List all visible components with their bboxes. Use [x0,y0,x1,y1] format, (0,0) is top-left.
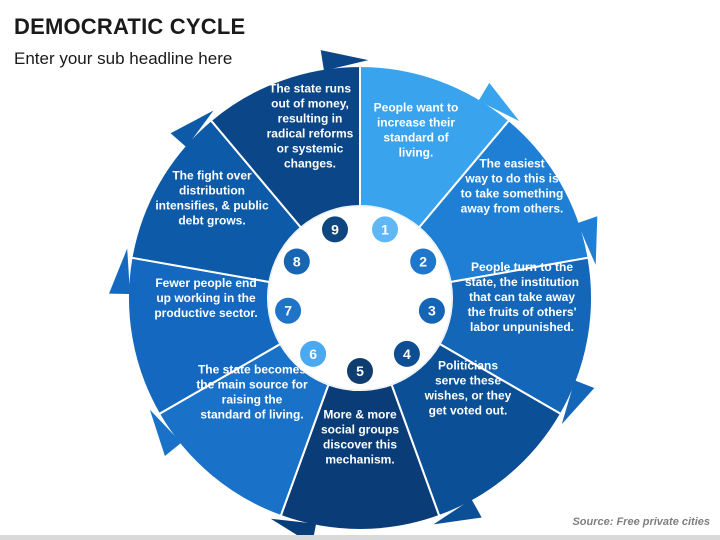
step-text-line: intensifies, & public [155,199,269,213]
step-text-line: get voted out. [429,404,508,418]
page-subtitle: Enter your sub headline here [14,49,233,68]
step-text-line: raising the [222,393,283,407]
step-number: 4 [403,346,411,362]
step-badge-circle [372,216,398,243]
step-badge-circle [393,340,420,367]
step-text-line: wishes, or they [424,389,512,403]
page-title: DEMOCRATIC CYCLE [14,14,246,39]
step-text-line: standard of living. [200,408,303,422]
step-badge-circle [300,340,327,367]
cycle-arrow-7 [109,248,130,294]
step-number: 3 [428,303,436,319]
cycle-arrow-6 [149,409,182,456]
step-badge-5: 5 [347,358,373,384]
step-text-line: state, the institution [465,275,579,289]
step-text-line: or systemic [277,142,344,156]
step-text-line: People want to [374,101,459,115]
step-text-line: social groups [321,423,399,437]
step-badge-2: 2 [410,248,437,275]
step-number: 1 [381,221,389,237]
step-badge-circle [275,297,302,324]
step-text-line: way to do this is [464,172,559,186]
step-text-line: labor unpunished. [470,320,574,334]
step-badge-circle [410,248,437,275]
step-badges: 1 2 3 4 5 6 7 8 9 [275,216,445,384]
cycle-arrow-4 [433,499,482,525]
step-badge-1: 1 [372,216,398,243]
step-number: 9 [331,221,339,237]
cycle-arrow-3 [561,380,595,425]
step-badge-circle [418,297,445,324]
step-badge-circle [322,216,348,243]
step-badge-circle [283,248,310,275]
step-badge-6: 6 [300,340,327,367]
step-number: 5 [356,363,364,379]
step-text-line: Fewer people end [155,276,256,290]
step-text-line: productive sector. [154,306,257,320]
bottom-bar [0,535,720,540]
step-text-line: increase their [377,116,455,130]
step-badge-4: 4 [393,340,420,367]
step-text-line: debt grows. [178,214,245,228]
step-text-line: More & more [323,408,397,422]
step-badge-9: 9 [322,216,348,243]
step-number: 2 [419,254,427,270]
step-badge-circle [347,358,373,384]
step-number: 6 [309,346,317,362]
step-number: 8 [293,254,301,270]
step-text-line: up working in the [156,291,256,305]
step-text-line: to take something [461,187,564,201]
step-text-line: out of money, [271,97,349,111]
step-number: 7 [284,303,292,319]
cycle-arrow-9 [320,50,369,71]
cycle-arrow-1 [478,82,520,122]
cycle-arrow-5 [270,518,317,540]
step-text-line: serve these [435,374,501,388]
step-text-line: People turn to the [471,260,573,274]
cycle-arrow-2 [577,216,598,265]
step-badge-3: 3 [418,297,445,324]
step-text-line: discover this [323,438,397,452]
step-text-line: the main source for [196,378,308,392]
step-text-line: The fight over [172,169,252,183]
step-text-line: The easiest [479,157,544,171]
step-text-line: changes. [284,157,336,171]
step-text-line: radical reforms [267,127,354,141]
step-text-line: away from others. [461,202,564,216]
step-text-line: resulting in [278,112,343,126]
step-badge-7: 7 [275,297,302,324]
step-text-line: distribution [179,184,245,198]
step-text-line: mechanism. [325,453,394,467]
step-text-line: the fruits of others' [468,305,577,319]
step-text-line: standard of [383,131,449,145]
cycle-arrow-8 [170,110,214,148]
step-text-line: The state becomes [198,363,306,377]
step-text-line: living. [399,146,434,160]
cycle-segments [109,50,598,540]
step-text-line: Politicians [438,359,498,373]
step-text-line: The state runs [269,82,351,96]
source-note: Source: Free private cities [572,516,710,528]
step-badge-8: 8 [283,248,310,275]
step-text-line: that can take away [469,290,575,304]
